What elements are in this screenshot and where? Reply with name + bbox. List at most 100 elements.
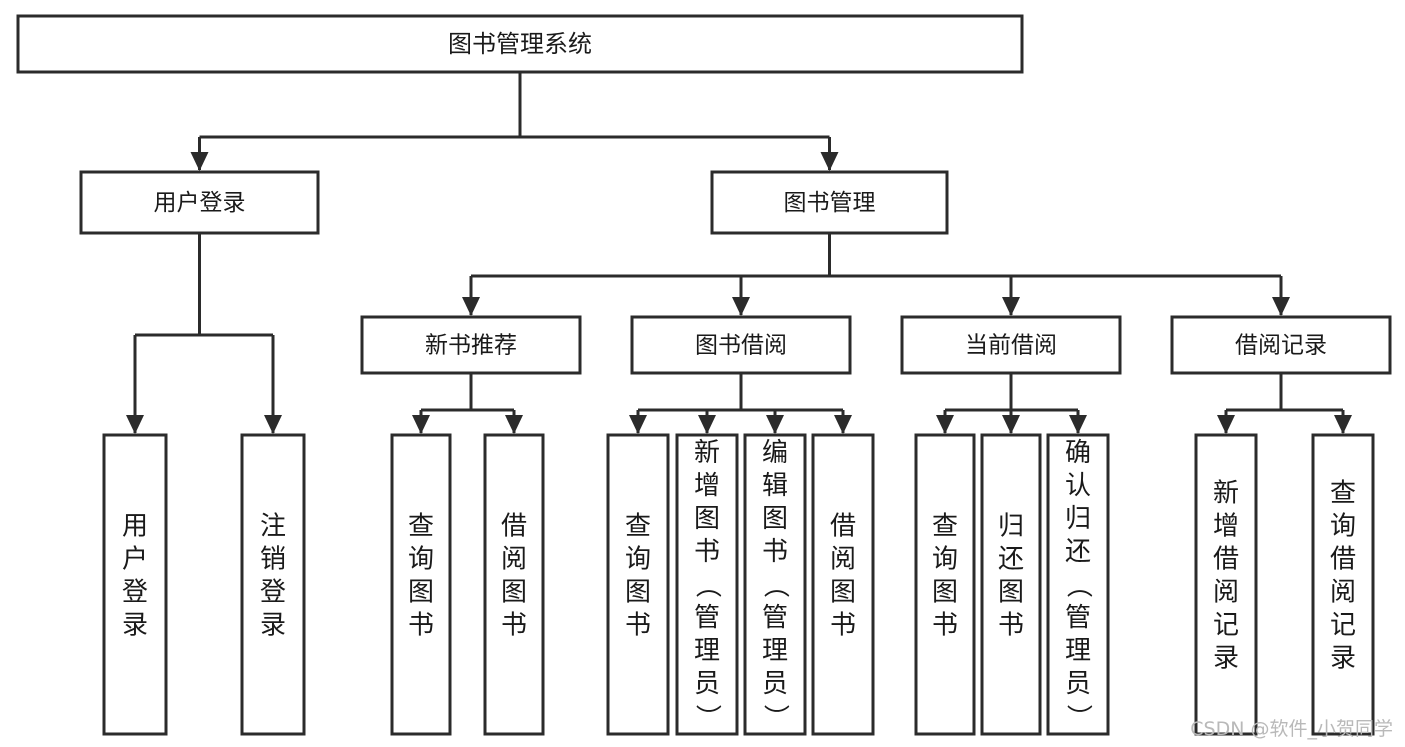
svg-text:户: 户 [122,545,148,575]
submodule-node-borrow-record[interactable]: 借阅记录 [1170,315,1392,375]
svg-text:新: 新 [694,438,720,468]
svg-text:登: 登 [260,578,286,608]
svg-text:借: 借 [1213,545,1239,575]
svg-text:（: （ [692,572,722,598]
svg-text:书: 书 [694,537,720,567]
module-node-book-management[interactable]: 图书管理 [710,170,949,235]
arrow-head-icon [1272,297,1290,316]
arrow-head-icon [505,415,523,434]
arrow-head-icon [126,415,144,434]
submodule-node-book-borrow-label: 图书借阅 [695,333,787,359]
svg-text:增: 增 [694,471,720,501]
svg-text:图: 图 [501,578,527,608]
svg-text:归: 归 [998,512,1024,542]
svg-text:查: 查 [1330,479,1356,509]
arrow-head-icon [629,415,647,434]
svg-text:图: 图 [408,578,434,608]
svg-text:书: 书 [625,611,651,641]
svg-text:员: 员 [762,669,788,699]
submodule-node-current-borrow-label: 当前借阅 [965,333,1057,359]
arrow-head-icon [1069,415,1087,434]
arrow-head-icon [190,152,209,171]
arrow-head-icon [698,415,716,434]
svg-text:理: 理 [694,636,720,666]
svg-text:辑: 辑 [762,471,788,501]
function-node-user-login-leaf-label: 用户登录 [122,512,148,641]
svg-text:）: ） [1063,704,1093,730]
svg-text:用: 用 [122,512,148,542]
function-node-user-login-leaf[interactable]: 用户登录 [102,433,168,736]
svg-text:阅: 阅 [1330,578,1356,608]
svg-text:销: 销 [260,545,286,575]
svg-text:图: 图 [932,578,958,608]
arrow-head-icon [936,415,954,434]
svg-text:书: 书 [408,611,434,641]
svg-text:书: 书 [932,611,958,641]
submodule-node-current-borrow[interactable]: 当前借阅 [900,315,1122,375]
svg-text:录: 录 [260,611,286,641]
arrow-head-icon [820,152,839,171]
svg-text:认: 认 [1065,471,1091,501]
arrow-head-icon [732,297,750,316]
submodule-node-new-book-recommend-label: 新书推荐 [425,333,517,359]
svg-text:（: （ [1063,572,1093,598]
root-node-label: 图书管理系统 [448,30,592,58]
svg-text:借: 借 [830,512,856,542]
arrow-head-icon [412,415,430,434]
svg-text:注: 注 [260,512,286,542]
svg-text:书: 书 [998,611,1024,641]
svg-text:管: 管 [694,603,720,633]
arrow-head-icon [1217,415,1235,434]
root-node[interactable]: 图书管理系统 [16,14,1024,74]
svg-text:询: 询 [932,545,958,575]
arrow-head-icon [766,415,784,434]
arrow-head-icon [1334,415,1352,434]
submodule-node-new-book-recommend[interactable]: 新书推荐 [360,315,582,375]
svg-text:查: 查 [625,512,651,542]
svg-text:询: 询 [408,545,434,575]
submodule-node-book-borrow[interactable]: 图书借阅 [630,315,852,375]
svg-text:查: 查 [932,512,958,542]
svg-text:员: 员 [1065,669,1091,699]
svg-text:还: 还 [1065,537,1091,567]
module-node-user-login[interactable]: 用户登录 [79,170,320,235]
svg-text:确: 确 [1065,438,1091,468]
svg-text:录: 录 [1330,644,1356,674]
svg-text:借: 借 [501,512,527,542]
svg-text:借: 借 [1330,545,1356,575]
svg-text:图: 图 [998,578,1024,608]
svg-text:理: 理 [1065,636,1091,666]
svg-text:询: 询 [625,545,651,575]
svg-text:阅: 阅 [1213,578,1239,608]
svg-text:归: 归 [1065,504,1091,534]
svg-text:还: 还 [998,545,1024,575]
module-node-book-management-label: 图书管理 [784,190,876,216]
svg-text:员: 员 [694,669,720,699]
svg-text:书: 书 [501,611,527,641]
module-node-user-login-label: 用户登录 [154,190,246,216]
svg-text:阅: 阅 [501,545,527,575]
svg-text:图: 图 [694,504,720,534]
svg-text:（: （ [760,572,790,598]
arrow-head-icon [834,415,852,434]
submodule-node-borrow-record-label: 借阅记录 [1235,333,1327,359]
